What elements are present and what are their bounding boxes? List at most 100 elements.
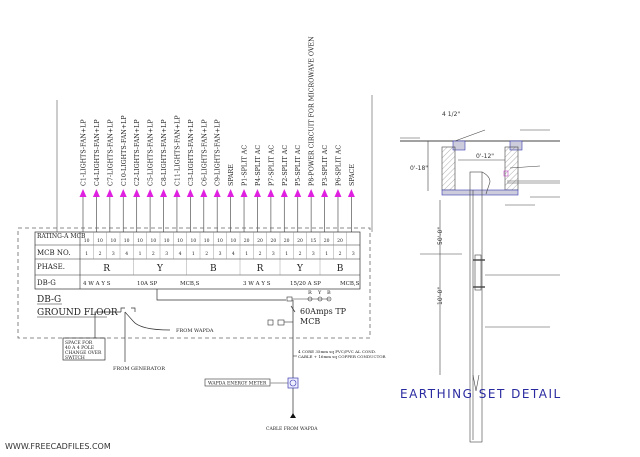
phase-cell: R	[103, 264, 110, 274]
phase-cell: Y	[296, 264, 304, 274]
mcb-number-cell: 2	[339, 251, 342, 257]
rating-cell: 15	[310, 238, 316, 244]
rating-cell: 20	[257, 238, 263, 244]
rating-cell: 10	[150, 238, 156, 244]
from-generator-label: FROM GENERATOR	[113, 366, 165, 372]
mcb-number-cell: 3	[272, 251, 275, 257]
circuit-label: C10-LIGHTS-FAN+LP	[121, 115, 128, 186]
mcb-number-cell: 3	[165, 251, 168, 257]
circuit-arrow-icon	[92, 189, 100, 197]
db-detail-cell: MCB,S	[340, 281, 360, 287]
circuit-label: P6-SPLIT AC	[335, 145, 342, 186]
db-detail-cell: 4 W A Y S	[83, 281, 111, 287]
circuit-arrow-icon	[186, 189, 194, 197]
db-detail-cell: MCB,S	[180, 281, 200, 287]
circuit-label: C11-LIGHTS-FAN+LP	[174, 115, 181, 186]
row-label: DB-G	[37, 279, 56, 287]
db-detail-cell: 3 W A Y S	[243, 281, 271, 287]
circuit-label: C5-LIGHTS-FAN+LP	[148, 119, 155, 186]
circuit-label: P8-POWER CIRCUIT FOR MICROWAVE OVEN	[309, 36, 316, 186]
circuit-arrow-icon	[160, 189, 168, 197]
db-boundary	[17, 227, 371, 339]
cable-from-wapda-label: CABLE FROM WAPDA	[266, 426, 318, 432]
circuit-arrow-icon	[240, 189, 248, 197]
earthing-dimensions: 4 1/2" 0'-18" 0'-12"	[410, 111, 494, 172]
mcb-number-cell: 1	[192, 251, 195, 257]
mcb-number-cell: 2	[99, 251, 102, 257]
floor-label: GROUND FLOOR	[37, 308, 118, 318]
cable-spec-note: 4 CORE 35mm sq PVC/PVC AL COND. CABLE + …	[298, 349, 387, 359]
mcb-number-cell: 4	[125, 251, 128, 257]
energy-meter-label: WAPDA ENERGY METER	[208, 381, 267, 387]
circuit-arrow-icon	[106, 189, 114, 197]
rating-cell: 10	[164, 238, 170, 244]
circuit-arrow-icon	[213, 189, 221, 197]
rating-cell: 20	[244, 238, 250, 244]
rating-cell: 10	[190, 238, 196, 244]
changeover-switch-symbol	[94, 307, 171, 362]
main-mcb-label: 60Amps TP MCB	[300, 307, 349, 326]
changeover-note: SPACE FOR 40 A 4 POLE CHANGE OVER SWITCH	[65, 340, 103, 361]
earthing-detail	[400, 129, 560, 443]
mcb-number-cell: 1	[325, 251, 328, 257]
phase-cell: Y	[156, 264, 164, 274]
rating-cell: 20	[270, 238, 276, 244]
mcb-number-cell: 3	[352, 251, 355, 257]
circuit-label: P3-SPLIT AC	[322, 145, 329, 186]
mcb-number-cell: 1	[85, 251, 88, 257]
mcb-number-cell: 2	[152, 251, 155, 257]
circuit-arrow-icon	[200, 189, 208, 197]
circuit-arrow-icon	[79, 189, 87, 197]
mcb-number-cell: 2	[259, 251, 262, 257]
phase-cell: B	[337, 264, 344, 274]
circuit-label: C2-LIGHTS-FAN+LP	[134, 119, 141, 186]
cable-arrow-icon	[290, 413, 296, 418]
rating-cell: 10	[204, 238, 210, 244]
mcb-number-cell: 1	[285, 251, 288, 257]
phase-cell: B	[210, 264, 217, 274]
earthing-title: EARTHING SET DETAIL	[400, 387, 562, 401]
phase-cell: R	[257, 264, 264, 274]
circuit-arrow-icon	[267, 189, 275, 197]
energy-meter-symbol	[287, 377, 299, 389]
rating-cell: 10	[97, 238, 103, 244]
mcb-number-cell: 2	[205, 251, 208, 257]
mcb-number-cell: 3	[312, 251, 315, 257]
rating-cell: 10	[110, 238, 116, 244]
dim-10ft: 10'-0"	[437, 287, 444, 305]
circuit-label: P1-SPLIT AC	[242, 145, 249, 186]
row-label: RATING-A MCB	[37, 233, 86, 240]
circuit-label: C8-LIGHTS-FAN+LP	[161, 119, 168, 186]
circuit-arrow-icon	[133, 189, 141, 197]
rating-cell: 10	[230, 238, 236, 244]
circuit-label: C1-LIGHTS-FAN+LP	[81, 119, 88, 186]
rating-cell: 10	[217, 238, 223, 244]
mcb-number-cell: 4	[232, 251, 235, 257]
circuit-arrow-icon	[253, 189, 261, 197]
circuit-arrow-icon	[280, 189, 288, 197]
earth-link-symbol	[267, 319, 293, 326]
circuit-label: SPACE	[349, 164, 356, 186]
rating-cell: 20	[284, 238, 290, 244]
mcb-number-cell: 1	[139, 251, 142, 257]
rating-cell: 10	[124, 238, 130, 244]
mcb-number-cell: 4	[179, 251, 182, 257]
circuit-label: C3-LIGHTS-FAN+LP	[188, 119, 195, 186]
rating-cell: 20	[297, 238, 303, 244]
watermark: WWW.FREECADFILES.COM	[5, 442, 111, 451]
db-label: DB-G	[37, 295, 61, 305]
circuit-label: C4-LIGHTS-FAN+LP	[94, 119, 101, 186]
db-detail-cell: 10A SP	[137, 281, 157, 287]
db-detail-cell: 15/20 A SP	[290, 281, 321, 287]
circuit-arrow-icon	[321, 189, 329, 197]
circuit-label: P2-SPLIT AC	[282, 145, 289, 186]
circuit-arrow-icon	[119, 189, 127, 197]
mcb-number-cell: 3	[112, 251, 115, 257]
rating-cell: 10	[177, 238, 183, 244]
row-label: PHASE.	[37, 263, 65, 271]
